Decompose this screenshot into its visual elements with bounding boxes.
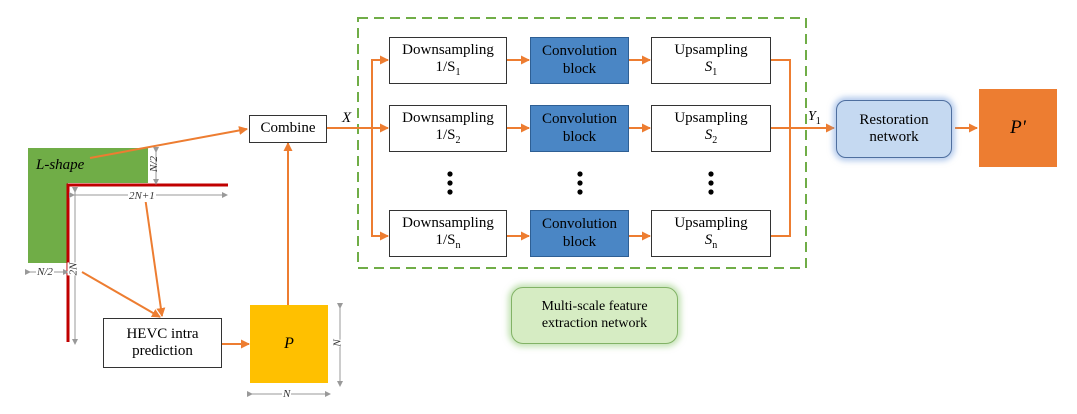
downsampling-label: Downsampling: [402, 42, 494, 59]
multiscale-line1: Multi-scale feature: [541, 299, 648, 315]
merge-line-branchn: [771, 128, 791, 237]
dim-2n-plus-1: 2N+1: [128, 190, 156, 202]
merge-line-branch1: [771, 59, 791, 128]
convolution-sublabel: block: [562, 128, 597, 145]
ellipsis-dot: [577, 189, 583, 195]
multiscale-line2: extraction network: [541, 315, 648, 331]
dim-n-half-right: N/2: [147, 156, 160, 172]
ellipsis-dot: [708, 180, 714, 186]
convolution-sublabel: block: [562, 233, 597, 250]
upsampling-box-n: Upsampling Sn: [651, 210, 771, 257]
y-label-text: Y: [808, 109, 816, 124]
dim-n-side: N: [331, 339, 344, 347]
convolution-block-2: Convolution block: [530, 105, 629, 152]
dim-n-bottom: N: [282, 388, 292, 400]
output-block-p-prime: P': [979, 89, 1057, 167]
downsampling-box-2: Downsampling 1/S2: [389, 105, 507, 152]
ellipsis-dot: [577, 171, 583, 177]
restoration-line2: network: [869, 129, 919, 145]
arrow-lshape-to-hevc-left: [81, 271, 161, 318]
convolution-label: Convolution: [541, 216, 617, 233]
ellipsis-dot: [708, 189, 714, 195]
upsampling-box-1: Upsampling S1: [651, 37, 771, 84]
upsampling-subscript: 2: [712, 135, 718, 147]
arrow-split-branchn: [371, 128, 389, 241]
convolution-block-1: Convolution block: [530, 37, 629, 84]
upsampling-label: Upsampling: [674, 42, 748, 59]
downsampling-label: Downsampling: [402, 110, 494, 127]
x-label: X: [342, 110, 352, 126]
downsampling-subscript: 1: [455, 67, 461, 79]
downsampling-factor: 1/S: [435, 232, 456, 249]
multiscale-region-border: [357, 17, 807, 269]
ellipsis-dot: [447, 180, 453, 186]
ellipsis-dot: [447, 171, 453, 177]
combine-box: Combine: [249, 115, 327, 143]
arrow-lshape-to-combine: [89, 126, 248, 159]
convolution-label: Convolution: [541, 43, 617, 60]
hevc-line2: prediction: [132, 343, 193, 359]
prediction-block-p: P: [250, 305, 328, 383]
hevc-intra-prediction-box: HEVC intra prediction: [103, 318, 222, 368]
p-label: P: [284, 334, 294, 352]
downsampling-factor: 1/S: [435, 127, 456, 144]
ellipsis-dot: [447, 189, 453, 195]
downsampling-label: Downsampling: [402, 215, 494, 232]
hevc-line1: HEVC intra: [126, 325, 199, 342]
output-label: P': [1010, 117, 1026, 139]
downsampling-subscript: n: [455, 240, 461, 252]
arrow-lshape-to-hevc-top: [144, 196, 166, 317]
multiscale-network-label-box: Multi-scale feature extraction network: [511, 287, 678, 344]
lshape-left-bar: [28, 183, 68, 263]
lshape-label: L-shape: [36, 157, 85, 173]
upsampling-factor: S: [704, 59, 713, 76]
y1-label: Y1: [808, 109, 821, 127]
upsampling-box-2: Upsampling S2: [651, 105, 771, 152]
dim-n-half-left: N/2: [36, 266, 54, 278]
ellipsis-dot: [708, 171, 714, 177]
upsampling-factor: S: [704, 232, 713, 249]
convolution-label: Convolution: [541, 111, 617, 128]
upsampling-factor: S: [704, 127, 713, 144]
downsampling-box-n: Downsampling 1/Sn: [389, 210, 507, 257]
upsampling-subscript: n: [712, 240, 718, 252]
downsampling-factor: 1/S: [435, 59, 456, 76]
convolution-sublabel: block: [562, 60, 597, 77]
lshape-top-bar: [28, 148, 148, 183]
restoration-line1: Restoration: [859, 111, 929, 128]
upsampling-subscript: 1: [712, 67, 718, 79]
y-label-subscript: 1: [815, 115, 821, 127]
lshape-boundary: [66, 183, 228, 342]
dim-2n: 2N: [67, 262, 80, 276]
downsampling-subscript: 2: [455, 135, 461, 147]
combine-label: Combine: [260, 120, 316, 137]
convolution-block-n: Convolution block: [530, 210, 629, 257]
upsampling-label: Upsampling: [674, 110, 748, 127]
downsampling-box-1: Downsampling 1/S1: [389, 37, 507, 84]
restoration-network-box: Restoration network: [836, 100, 952, 158]
ellipsis-dot: [577, 180, 583, 186]
upsampling-label: Upsampling: [674, 215, 748, 232]
arrow-split-branch1: [371, 55, 389, 128]
